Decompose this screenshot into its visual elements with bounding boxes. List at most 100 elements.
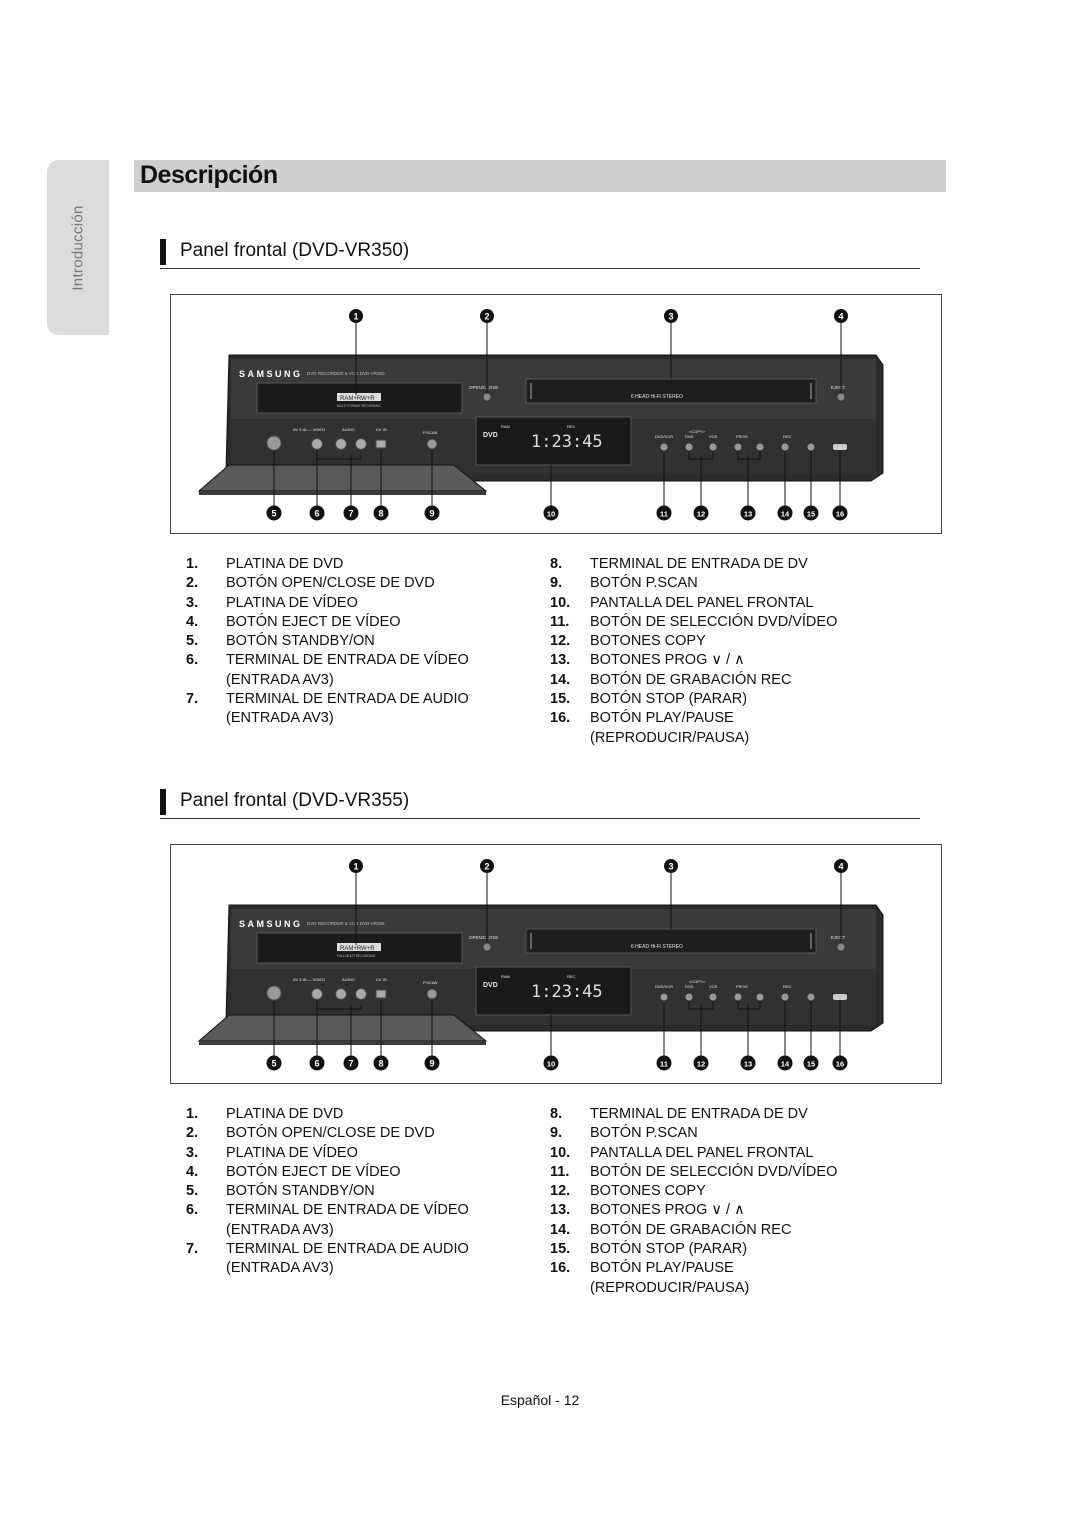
panel-button xyxy=(756,443,764,451)
item-number: 1. xyxy=(186,1106,199,1122)
item-text: PLATINA DE DVD xyxy=(226,556,344,572)
item-number: 10. xyxy=(550,1144,571,1161)
parts-list-left-vr350: 1. PLATINA DE DVD 2.BOTÓN OPEN/CLOSE DE DV… xyxy=(186,555,526,729)
callout-marker xyxy=(480,859,494,873)
display-ram: RAM xyxy=(501,424,510,429)
item-number: 4. xyxy=(186,613,199,630)
item-number: 1. xyxy=(186,556,199,572)
panel-button xyxy=(807,993,815,1001)
audio-label: AUDIO xyxy=(342,427,355,432)
item-text: (REPRODUCIR/PAUSA) xyxy=(590,1279,750,1296)
item-text: BOTÓN STANDBY/ON xyxy=(226,1183,375,1200)
panel-button xyxy=(685,443,693,451)
av-input-jack xyxy=(335,438,347,450)
item-text: PLATINA DE VÍDEO xyxy=(226,1144,358,1161)
item-text: BOTÓN EJECT DE VÍDEO xyxy=(226,1163,401,1180)
item-text: BOTONES PROG ∨ / ∧ xyxy=(590,652,745,669)
play-pause-button xyxy=(833,994,847,1000)
display-time: 1:23:45 xyxy=(531,982,603,1002)
item-number: 8. xyxy=(550,556,563,572)
item-text: TERMINAL DE ENTRADA DE VÍDEO xyxy=(226,652,469,669)
section-marker xyxy=(160,239,166,265)
list-item: 1. PLATINA DE DVD xyxy=(186,555,526,574)
disc-logo-text: RAM+RW+R xyxy=(340,946,375,952)
copy-label: <COPY> xyxy=(689,429,706,434)
panel-button xyxy=(807,443,815,451)
callout-number: 3 xyxy=(668,862,673,872)
eject-label: EJECT xyxy=(831,935,846,940)
callout-marker xyxy=(656,1055,672,1071)
av-input-jack xyxy=(311,438,323,450)
page-title: Descripción xyxy=(140,161,278,189)
callout-marker xyxy=(834,859,848,873)
callout-marker xyxy=(343,1055,359,1071)
list-item: 12. BOTONES COPY xyxy=(550,632,890,651)
callout-number: 13 xyxy=(744,1060,752,1069)
section-title: Panel frontal (DVD-VR355) xyxy=(180,790,410,811)
item-text: (REPRODUCIR/PAUSA) xyxy=(590,729,750,746)
list-item: 6.TERMINAL DE ENTRADA DE VÍDEO(ENTRADA A… xyxy=(186,1201,526,1240)
open-close-button xyxy=(483,393,491,401)
list-item: 4.BOTÓN EJECT DE VÍDEO xyxy=(186,613,526,632)
open-close-button xyxy=(483,943,491,951)
section-marker xyxy=(160,789,166,815)
item-number: 11. xyxy=(550,1163,570,1180)
callout-number: 13 xyxy=(744,510,752,519)
disc-logo-sub: MULTI FORMAT RECORDING xyxy=(337,404,381,408)
item-number: 6. xyxy=(186,1202,199,1219)
list-item: 15.BOTÓN STOP (PARAR) xyxy=(550,1240,890,1259)
item-text: BOTÓN OPEN/CLOSE DE DVD xyxy=(226,575,435,592)
item-number: 15. xyxy=(550,691,571,708)
item-number: 12. xyxy=(550,633,571,650)
callout-number: 11 xyxy=(660,1060,668,1069)
standby-button xyxy=(266,985,282,1001)
audio-label: AUDIO xyxy=(342,977,355,982)
callout-number: 12 xyxy=(697,1060,705,1069)
copy-vcr-label: VCR xyxy=(709,434,718,439)
callout-number: 8 xyxy=(378,509,383,519)
callout-marker xyxy=(309,505,325,521)
item-number: 7. xyxy=(186,1241,199,1258)
list-item: 3.PLATINA DE VÍDEO xyxy=(186,594,526,613)
item-text: PANTALLA DEL PANEL FRONTAL xyxy=(590,594,814,611)
list-item: 2.BOTÓN OPEN/CLOSE DE DVD xyxy=(186,574,526,593)
callout-marker xyxy=(543,1055,559,1071)
item-text: PLATINA DE DVD xyxy=(226,1106,344,1122)
display-dvd: DVD xyxy=(483,432,498,439)
brand-logo: SAMSUNG xyxy=(239,919,303,929)
dv-input-port xyxy=(375,989,387,999)
disc-logo-sub: FULL MULTI RECORDING xyxy=(337,954,376,958)
display-time: 1:23:45 xyxy=(531,432,603,452)
callout-number: 15 xyxy=(807,510,815,519)
list-item: 13.BOTONES PROG ∨ / ∧ xyxy=(550,651,890,670)
item-number: 4. xyxy=(186,1163,199,1180)
copy-dvd-label: DVD xyxy=(685,984,694,989)
av-input-jack xyxy=(335,988,347,1000)
item-number: 3. xyxy=(186,594,199,611)
item-text: BOTONES COPY xyxy=(590,633,706,650)
list-item: 8.TERMINAL DE ENTRADA DE DV xyxy=(550,1105,890,1124)
section-heading-vr355: Panel frontal (DVD-VR355) xyxy=(160,788,920,819)
item-number: 7. xyxy=(186,691,199,708)
section-title: Panel frontal (DVD-VR350) xyxy=(180,240,410,261)
rec-label: REC xyxy=(783,434,792,439)
callout-marker xyxy=(266,505,282,521)
disc-logo-plate xyxy=(337,393,381,401)
callout-number: 16 xyxy=(836,1060,844,1069)
panel-button xyxy=(781,993,789,1001)
list-item: 7.TERMINAL DE ENTRADA DE AUDIO(ENTRADA A… xyxy=(186,690,526,729)
panel-button xyxy=(660,443,668,451)
callout-number: 9 xyxy=(429,509,434,519)
copy-dvd-label: DVD xyxy=(685,434,694,439)
item-number: 16. xyxy=(550,1260,571,1277)
callout-number: 7 xyxy=(348,509,353,519)
callout-marker xyxy=(664,309,678,323)
item-text: (ENTRADA AV3) xyxy=(226,1260,334,1277)
callout-number: 14 xyxy=(781,510,790,519)
list-item: 16.BOTÓN PLAY/PAUSE(REPRODUCIR/PAUSA) xyxy=(550,1259,890,1298)
standby-button xyxy=(266,435,282,451)
front-display xyxy=(475,966,632,1016)
panel-button xyxy=(781,443,789,451)
